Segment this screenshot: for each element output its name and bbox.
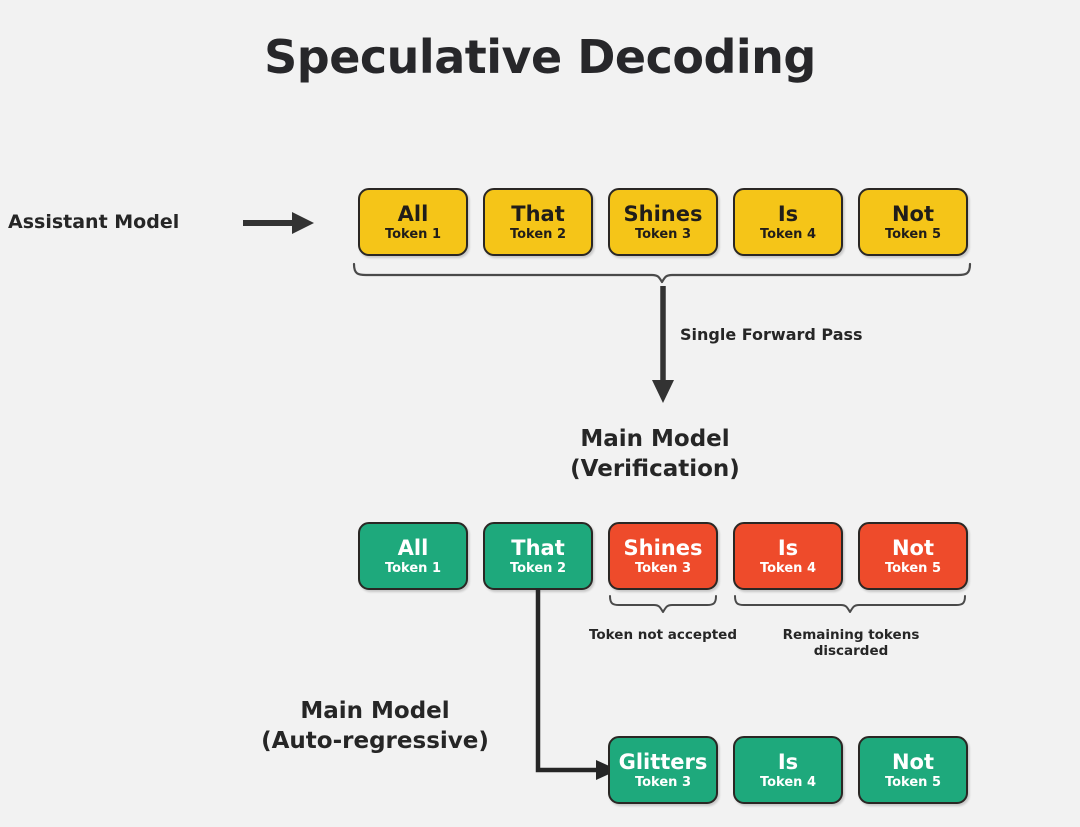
regenerated-token-4[interactable]: Is Token 4 — [733, 736, 843, 804]
token-not-accepted-caption: Token not accepted — [588, 627, 738, 643]
token-word: Is — [777, 201, 799, 226]
regenerated-token-5[interactable]: Not Token 5 — [858, 736, 968, 804]
verification-token-2-accepted[interactable]: That Token 2 — [483, 522, 593, 590]
main-model-verification-line2: (Verification) — [570, 456, 740, 483]
main-model-verification-label: Main Model (Verification) — [500, 424, 810, 485]
main-model-verification-line1: Main Model — [580, 426, 730, 452]
token-word: Is — [777, 749, 799, 774]
draft-token-4[interactable]: Is Token 4 — [733, 188, 843, 256]
token-word: Not — [891, 749, 935, 774]
discarded-tokens-brace — [734, 595, 966, 613]
draft-token-2[interactable]: That Token 2 — [483, 188, 593, 256]
token-index: Token 3 — [634, 774, 691, 790]
verification-token-5-discarded[interactable]: Not Token 5 — [858, 522, 968, 590]
token-index: Token 4 — [759, 774, 816, 790]
token-word: All — [397, 535, 429, 560]
page-title: Speculative Decoding — [264, 30, 816, 84]
autoregressive-elbow-arrow — [535, 588, 618, 780]
token-index: Token 5 — [884, 774, 941, 790]
single-forward-pass-arrow — [652, 286, 674, 403]
token-word: Shines — [623, 201, 703, 226]
token-word: Is — [777, 535, 799, 560]
verification-token-4-discarded[interactable]: Is Token 4 — [733, 522, 843, 590]
token-index: Token 4 — [759, 560, 816, 576]
token-index: Token 4 — [759, 226, 816, 242]
token-word: Glitters — [618, 749, 708, 774]
verification-token-1-accepted[interactable]: All Token 1 — [358, 522, 468, 590]
token-word: That — [511, 535, 565, 560]
verification-token-3-rejected[interactable]: Shines Token 3 — [608, 522, 718, 590]
draft-token-1[interactable]: All Token 1 — [358, 188, 468, 256]
token-index: Token 5 — [884, 560, 941, 576]
main-model-autoregressive-line1: Main Model — [300, 698, 450, 724]
token-index: Token 5 — [884, 226, 941, 242]
assistant-model-label: Assistant Model — [8, 211, 180, 233]
single-forward-pass-label: Single Forward Pass — [680, 325, 863, 344]
token-index: Token 3 — [634, 560, 691, 576]
draft-row-brace — [352, 262, 972, 284]
token-index: Token 2 — [509, 560, 566, 576]
token-word: Not — [891, 535, 935, 560]
token-index: Token 3 — [634, 226, 691, 242]
draft-token-3[interactable]: Shines Token 3 — [608, 188, 718, 256]
rejected-token-brace — [609, 595, 717, 613]
remaining-tokens-discarded-caption: Remaining tokens discarded — [782, 627, 920, 659]
token-index: Token 1 — [384, 560, 441, 576]
token-word: All — [397, 201, 429, 226]
token-word: Not — [891, 201, 935, 226]
assistant-model-arrow — [243, 212, 314, 234]
draft-token-5[interactable]: Not Token 5 — [858, 188, 968, 256]
regenerated-token-3[interactable]: Glitters Token 3 — [608, 736, 718, 804]
token-index: Token 2 — [509, 226, 566, 242]
main-model-autoregressive-line2: (Auto-regressive) — [261, 728, 489, 755]
token-word: That — [511, 201, 565, 226]
main-model-autoregressive-label: Main Model (Auto-regressive) — [230, 696, 520, 757]
token-index: Token 1 — [384, 226, 441, 242]
token-word: Shines — [623, 535, 703, 560]
